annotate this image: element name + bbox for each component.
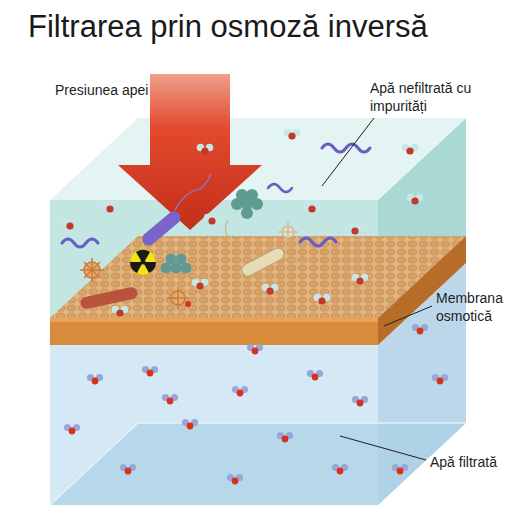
impurities <box>62 144 370 310</box>
callout-label: Apă filtrată <box>430 454 522 472</box>
leader-lines <box>322 118 432 460</box>
diagram-title: Filtrarea prin osmoză inversă <box>28 8 428 47</box>
osmotic-membrane <box>50 236 466 345</box>
callout-label: Membrana osmotică <box>436 290 522 325</box>
water-molecules <box>62 129 448 485</box>
callout-label: Presiunea apei <box>55 82 175 100</box>
unfiltered-water-volume <box>50 118 466 318</box>
callout-label: Apă nefiltrată cu impurități <box>370 80 500 115</box>
